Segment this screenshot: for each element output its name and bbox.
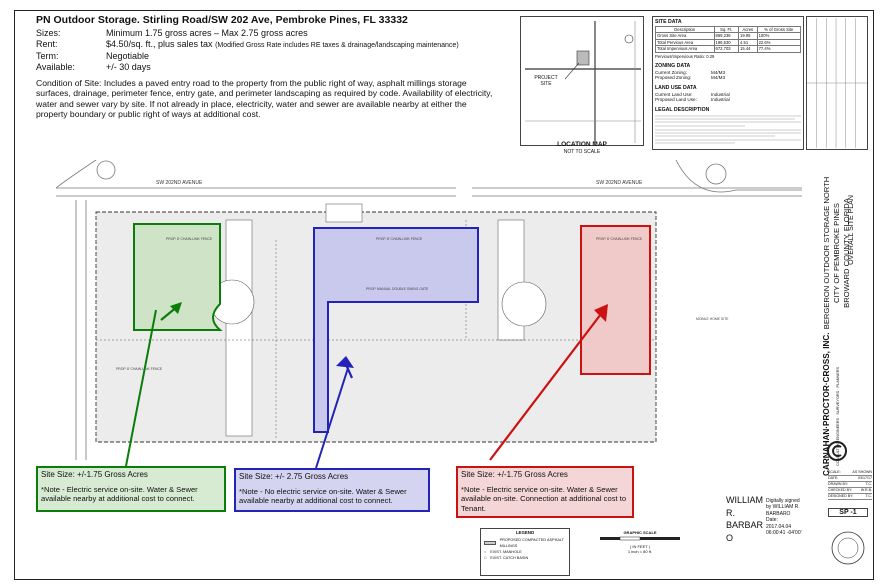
listing-header: PN Outdoor Storage. Stirling Road/SW 202… bbox=[36, 14, 516, 73]
zoning-title: ZONING DATA bbox=[655, 62, 691, 69]
site-data-panel: SITE DATA Description Sq. Ft. Acres % of… bbox=[652, 16, 804, 150]
site-plan-drawing: SW 202ND AVENUE SW 202ND AVENUE PROP. 8'… bbox=[36, 160, 802, 490]
callout-blue-site: Site Size: +/- 2.75 Gross Acres *Note - … bbox=[234, 468, 430, 512]
svg-text:PROP. MANUAL DOUBLE SWING GATE: PROP. MANUAL DOUBLE SWING GATE bbox=[366, 287, 429, 291]
location-map-drawing bbox=[525, 21, 641, 143]
listing-row-term: Term: Negotiable bbox=[36, 51, 150, 61]
zoning-proposed: Proposed Zoning:M4/M3 bbox=[655, 75, 726, 81]
listing-row-sizes: Sizes: Minimum 1.75 gross acres – Max 2.… bbox=[36, 28, 308, 38]
red-site-note: *Note - Electric service on-site. Water … bbox=[461, 485, 627, 513]
revision-block bbox=[806, 16, 868, 150]
landuse-current: Current Land Use:Industrial bbox=[655, 91, 730, 97]
location-map-title: LOCATION MAP bbox=[557, 141, 607, 148]
listing-row-available: Available: +/- 30 days bbox=[36, 62, 151, 72]
rent-note: (Modified Gross Rate includes RE taxes &… bbox=[215, 42, 459, 49]
engineer-seal-icon bbox=[831, 531, 865, 565]
location-map-subtitle: NOT TO SCALE bbox=[563, 149, 601, 155]
blue-site-note: *Note - No electric service on-site. Wat… bbox=[239, 487, 407, 506]
legend-item: PROPOSED COMPACTED ASPHALT MILLINGS bbox=[484, 537, 566, 549]
firm-logo-icon bbox=[827, 441, 847, 461]
signature-name: WILLIAM R. BARBAR O bbox=[726, 495, 764, 543]
parcel-blue bbox=[313, 227, 479, 433]
callout-red-site: Site Size: +/-1.75 Gross Acres *Note - E… bbox=[456, 466, 634, 518]
callout-green-site: Site Size: +/-1.75 Gross Acres *Note - E… bbox=[36, 466, 226, 512]
green-site-note: *Note - Electric service on-site. Water … bbox=[41, 485, 198, 504]
green-site-size: Site Size: +/-1.75 Gross Acres bbox=[41, 470, 148, 479]
svg-text:SW 202ND AVENUE: SW 202ND AVENUE bbox=[596, 180, 643, 186]
stirling-road bbox=[75, 200, 87, 460]
project-site-label: PROJECT SITE bbox=[534, 75, 558, 87]
landuse-title: LAND USE DATA bbox=[655, 84, 697, 91]
red-site-size: Site Size: +/-1.75 Gross Acres bbox=[461, 470, 568, 479]
drawing-sheet-border bbox=[14, 10, 874, 580]
legend-item: □EXIST. CATCH BASIN bbox=[484, 556, 529, 560]
legal-description-title: LEGAL DESCRIPTION bbox=[655, 107, 710, 113]
site-data-table: Description Sq. Ft. Acres % of Gross Sit… bbox=[655, 25, 802, 53]
site-data-title: SITE DATA bbox=[655, 19, 682, 25]
title-block-meta: SCALE:AS SHOWN DATE:03/17/17 DRAWN BY:T.… bbox=[828, 470, 872, 500]
location-map: PROJECT SITE bbox=[520, 16, 644, 146]
legend-item: ○EXIST. MANHOLE bbox=[484, 550, 522, 554]
blue-site-size: Site Size: +/- 2.75 Gross Acres bbox=[239, 472, 349, 481]
condition-of-site: Condition of Site: Includes a paved entr… bbox=[36, 78, 493, 120]
legend: LEGEND PROPOSED COMPACTED ASPHALT MILLIN… bbox=[480, 528, 570, 576]
scale-bar bbox=[600, 536, 680, 541]
asphalt-swatch-icon bbox=[484, 541, 496, 545]
pervious-ratio: Pervious/Impervious Ratio: 0.29 bbox=[655, 53, 715, 59]
graphic-scale: GRAPHIC SCALE ( IN FEET ) 1 inch = 80 ft… bbox=[590, 530, 690, 560]
zoning-current: Current Zoning:M4/M3 bbox=[655, 69, 726, 75]
sw-202nd-avenue-road bbox=[56, 187, 456, 197]
sheet-number: SP -1 bbox=[828, 508, 868, 517]
parcel-red bbox=[580, 225, 651, 375]
svg-text:PROP. 8' CHAIN-LINK FENCE: PROP. 8' CHAIN-LINK FENCE bbox=[116, 367, 163, 371]
svg-text:PROP. 8' CHAIN-LINK FENCE: PROP. 8' CHAIN-LINK FENCE bbox=[166, 237, 213, 241]
parcel-green bbox=[133, 223, 223, 331]
listing-title: PN Outdoor Storage. Stirling Road/SW 202… bbox=[36, 14, 408, 26]
legal-description-text-lines bbox=[655, 115, 801, 144]
svg-text:PROP. 8' CHAIN-LINK FENCE: PROP. 8' CHAIN-LINK FENCE bbox=[376, 237, 423, 241]
street-label: SW 202ND AVENUE bbox=[156, 180, 203, 186]
graphic-scale-title: GRAPHIC SCALE bbox=[623, 530, 657, 535]
manhole-icon: ○ bbox=[484, 550, 487, 554]
sheet-name: OVERALL SITE PLAN bbox=[848, 195, 855, 265]
digital-signature-block: Digitally signed by WILLIAM R. BARBARO D… bbox=[766, 498, 802, 537]
landuse-proposed: Proposed Land Use:Industrial bbox=[655, 97, 730, 103]
listing-row-rent: Rent: $4.50/sq. ft., plus sales tax (Mod… bbox=[36, 39, 459, 49]
legend-title: LEGEND bbox=[515, 530, 535, 535]
catch-basin-icon: □ bbox=[484, 556, 487, 560]
svg-text:PROP. 8' CHAIN-LINK FENCE: PROP. 8' CHAIN-LINK FENCE bbox=[596, 237, 643, 241]
svg-text:MOBILE HOME SITE: MOBILE HOME SITE bbox=[696, 317, 729, 321]
